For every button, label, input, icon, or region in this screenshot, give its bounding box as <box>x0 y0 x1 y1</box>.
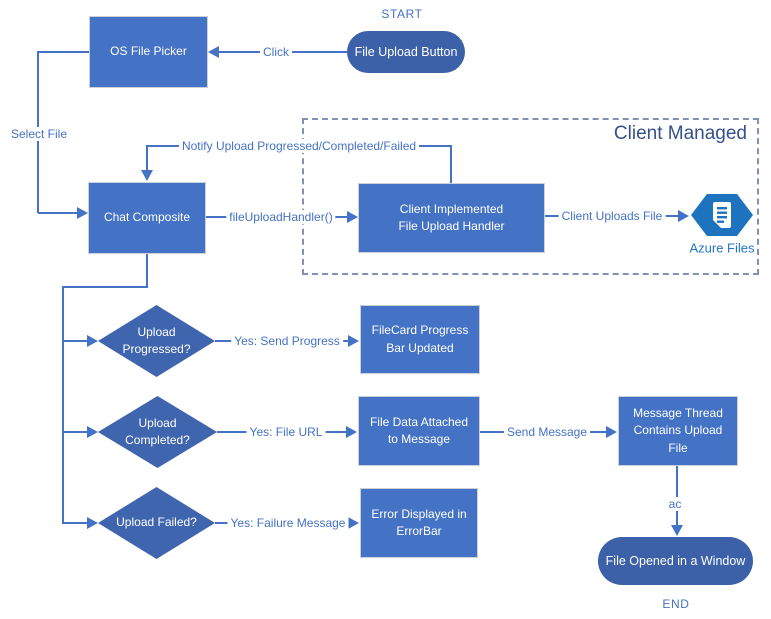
node-os-file-picker: OS File Picker <box>89 16 208 88</box>
client-managed-label: Client Managed <box>613 123 747 144</box>
edge-trunk-seg2 <box>62 286 148 288</box>
edge-yes-fileurl-arrowhead <box>346 426 357 438</box>
azure-files-icon <box>691 194 753 236</box>
edge-client-uploads-label: Client Uploads File <box>558 209 666 223</box>
edge-select-file-arrowhead <box>77 207 88 219</box>
node-upload-progressed: Upload Progressed? <box>98 305 215 377</box>
edge-click-label: Click <box>260 45 292 59</box>
client-managed-container: Client Managed <box>302 118 759 275</box>
node-file-upload-button: File Upload Button <box>347 31 465 73</box>
edge-client-uploads-arrowhead <box>678 210 689 222</box>
edge-branch2-arrowhead <box>87 426 98 438</box>
edge-trunk-seg3 <box>62 286 64 524</box>
edge-notify-seg3 <box>146 146 148 172</box>
edge-yes-progress-label: Yes: Send Progress <box>231 334 343 348</box>
edge-yes-fileurl-label: Yes: File URL <box>246 425 326 439</box>
node-client-implemented-handler: Client Implemented File Upload Handler <box>358 183 545 253</box>
edge-send-message-label: Send Message <box>503 425 591 439</box>
edge-select-file-seg1 <box>38 51 89 53</box>
edge-select-file-label: Select File <box>7 127 71 141</box>
edge-branch3-arrowhead <box>87 517 98 529</box>
node-chat-composite: Chat Composite <box>88 182 206 254</box>
edge-fileuploadhandler-arrowhead <box>347 211 358 223</box>
node-file-data-attached: File Data Attached to Message <box>358 396 480 466</box>
edge-notify-label: Notify Upload Progressed/Completed/Faile… <box>178 139 420 153</box>
end-label: END <box>662 597 690 611</box>
edge-ac-line <box>676 466 678 526</box>
node-filecard-progress: FileCard Progress Bar Updated <box>360 305 480 374</box>
edge-branch2-line <box>64 431 88 433</box>
node-upload-failed: Upload Failed? <box>98 487 215 559</box>
edge-send-message-arrowhead <box>606 426 617 438</box>
node-error-displayed: Error Displayed in ErrorBar <box>360 488 478 558</box>
start-label: START <box>381 7 423 21</box>
edge-fileuploadhandler-label: fileUploadHandler() <box>226 210 336 224</box>
edge-notify-seg1 <box>450 146 452 183</box>
edge-branch3-line <box>64 522 88 524</box>
edge-notify-arrowhead <box>141 170 153 181</box>
edge-branch1-arrowhead <box>87 335 98 347</box>
edge-branch1-line <box>64 340 88 342</box>
edge-yes-progress-arrowhead <box>348 335 359 347</box>
edge-yes-failure-arrowhead <box>348 517 359 529</box>
node-file-opened: File Opened in a Window <box>598 537 753 585</box>
edge-trunk-seg1 <box>146 254 148 287</box>
node-upload-completed: Upload Completed? <box>98 396 217 468</box>
edge-ac-label: ac <box>665 497 685 511</box>
node-message-thread: Message Thread Contains Upload File <box>618 396 738 466</box>
edge-ac-arrowhead <box>671 525 683 536</box>
azure-files-label: Azure Files <box>689 240 755 256</box>
edge-yes-failure-label: Yes: Failure Message <box>227 516 349 530</box>
edge-click-arrowhead <box>208 46 219 58</box>
edge-select-file-seg3 <box>38 212 78 214</box>
